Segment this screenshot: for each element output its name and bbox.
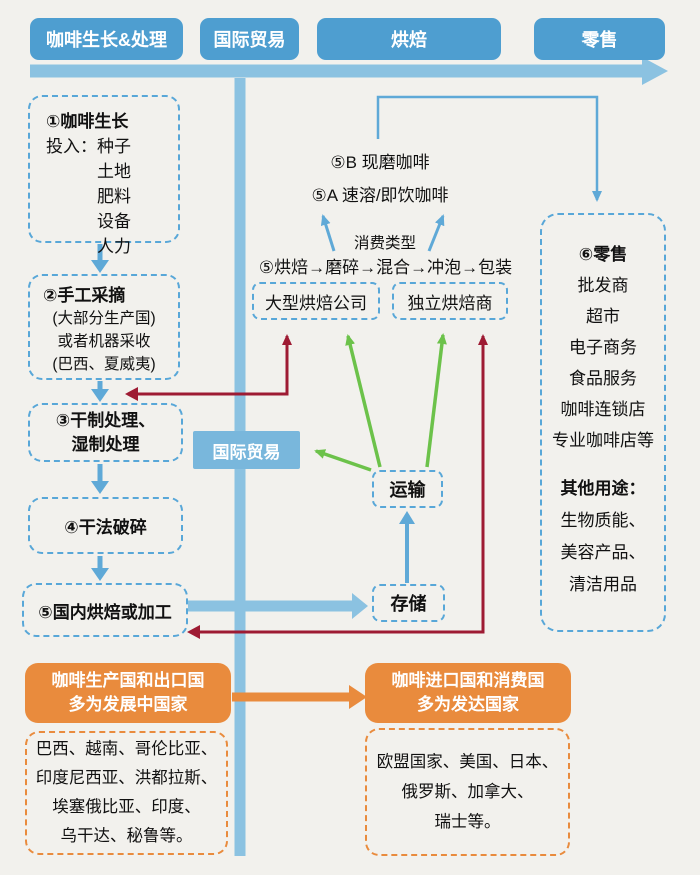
- banner-consumer-countries: 咖啡进口国和消费国 多为发达国家: [365, 663, 571, 723]
- label-fresh-ground-coffee: ⑤B 现磨咖啡: [330, 153, 430, 172]
- input-item: 土地: [97, 162, 131, 181]
- input-item: 设备: [97, 212, 131, 231]
- country-line: 瑞士等。: [434, 813, 501, 831]
- retail-channel: 咖啡连锁店: [560, 400, 646, 419]
- arrow-process-to-b: [427, 214, 445, 252]
- box-international-trade: 国际贸易: [193, 431, 300, 469]
- arrow-growing-to-picking: [91, 244, 109, 273]
- arrow-processing-to-hulling: [91, 464, 109, 494]
- arrow-roasting-independent-roaster: [187, 334, 488, 639]
- box-dry-hulling: ④干法破碎: [28, 497, 183, 554]
- box-label: 存储: [390, 594, 427, 614]
- box-transport: 运输: [372, 470, 443, 508]
- retail-channel: 食品服务: [569, 369, 637, 388]
- box-independent-roaster: 独立烘焙商: [392, 282, 508, 320]
- box-title: ②手工采摘: [43, 286, 126, 305]
- arrow-storage-to-transport: [399, 511, 415, 583]
- box-title: ④干法破碎: [64, 518, 147, 537]
- banner-line: 多为发展中国家: [68, 695, 188, 714]
- retail-channel: 超市: [586, 307, 620, 326]
- input-item: 种子: [97, 137, 131, 156]
- other-uses-title: 其他用途：: [560, 479, 646, 498]
- label-instant-rtd-coffee: ⑤A 速溶/即饮咖啡: [311, 186, 449, 205]
- retail-channel: 批发商: [577, 276, 629, 295]
- arrow-coffee-to-retail: [376, 95, 602, 202]
- stage-roasting: 烘焙: [317, 18, 501, 60]
- input-item: 肥料: [97, 187, 131, 206]
- box-domestic-roasting: ⑤国内烘焙或加工: [22, 583, 188, 637]
- box-large-roasting-company: 大型烘焙公司: [252, 282, 380, 320]
- country-line: 乌干达、秘鲁等。: [60, 827, 193, 845]
- box-label: 大型烘焙公司: [265, 293, 367, 313]
- other-use-item: 生物质能、: [560, 511, 646, 530]
- box-retail-channels: ⑥零售 批发商 超市 电子商务 食品服务 咖啡连锁店 专业咖啡店等 其他用途： …: [540, 213, 666, 632]
- arrow-origin-large-roaster: [125, 334, 292, 401]
- arrow-process-to-a: [320, 214, 336, 252]
- other-use-item: 清洁用品: [569, 575, 637, 594]
- box-coffee-growing: ①咖啡生长 投入： 种子 土地 肥料 设备 人力: [28, 95, 180, 256]
- inputs-label: 投入：: [46, 137, 97, 156]
- timeline-arrow: [30, 57, 668, 85]
- arrow-roasting-to-storage: [188, 593, 368, 619]
- box-storage: 存储: [372, 584, 445, 622]
- label-consumption-type: 消费类型: [353, 235, 416, 252]
- box-line: (巴西、夏威夷): [52, 356, 156, 373]
- banner-line: 多为发达国家: [417, 695, 519, 714]
- country-line: 欧盟国家、美国、日本、: [376, 753, 559, 771]
- country-line: 印度尼西亚、洪都拉斯、: [35, 769, 218, 787]
- stage-retail: 零售: [534, 18, 665, 60]
- box-title: ①咖啡生长: [46, 112, 129, 131]
- arrow-producer-to-consumer: [232, 685, 367, 709]
- box-title: ⑤国内烘焙或加工: [38, 602, 172, 622]
- box-label: 运输: [389, 480, 426, 500]
- country-line: 埃塞俄比亚、印度、: [52, 798, 201, 816]
- stage-label: 咖啡生长&处理: [46, 30, 167, 50]
- box-dry-wet-processing: ③干制处理、 湿制处理: [28, 403, 183, 462]
- banner-line: 咖啡进口国和消费国: [391, 671, 545, 690]
- box-line: 湿制处理: [71, 434, 140, 454]
- arrow-transport-to-trade: [314, 449, 372, 472]
- stage-label: 国际贸易: [213, 30, 286, 50]
- list-producer-countries: 巴西、越南、哥伦比亚、 印度尼西亚、洪都拉斯、 埃塞俄比亚、印度、 乌干达、秘鲁…: [25, 731, 228, 855]
- box-line: 或者机器采收: [57, 333, 151, 350]
- label-roast-process-chain: ⑤烘焙→磨碎→混合→冲泡→包装: [258, 258, 513, 277]
- box-label: 独立烘焙商: [407, 293, 493, 313]
- box-hand-picking: ②手工采摘 (大部分生产国) 或者机器采收 (巴西、夏威夷): [28, 274, 180, 380]
- arrow-picking-to-processing: [91, 381, 109, 402]
- box-label: 国际贸易: [212, 442, 281, 462]
- input-item: 人力: [97, 237, 131, 256]
- country-line: 巴西、越南、哥伦比亚、: [35, 740, 218, 758]
- stage-label: 烘焙: [391, 30, 427, 50]
- banner-line: 咖啡生产国和出口国: [51, 671, 205, 690]
- list-consumer-countries: 欧盟国家、美国、日本、 俄罗斯、加拿大、 瑞士等。: [365, 728, 570, 856]
- banner-producer-countries: 咖啡生产国和出口国 多为发展中国家: [25, 663, 231, 723]
- box-line: (大部分生产国): [52, 310, 156, 327]
- stage-growing-processing: 咖啡生长&处理: [30, 18, 183, 60]
- retail-title: ⑥零售: [578, 245, 628, 264]
- box-line: ③干制处理、: [55, 410, 156, 430]
- country-line: 俄罗斯、加拿大、: [401, 783, 534, 801]
- retail-channel: 电子商务: [569, 338, 637, 357]
- arrow-transport-to-independent-roaster: [425, 333, 447, 468]
- retail-channel: 专业咖啡店等: [552, 431, 654, 450]
- other-use-item: 美容产品、: [560, 543, 646, 562]
- stage-label: 零售: [581, 30, 618, 50]
- stage-international-trade: 国际贸易: [200, 18, 299, 60]
- arrow-hulling-to-roasting: [91, 556, 109, 581]
- arrow-transport-to-large-roaster: [345, 334, 382, 468]
